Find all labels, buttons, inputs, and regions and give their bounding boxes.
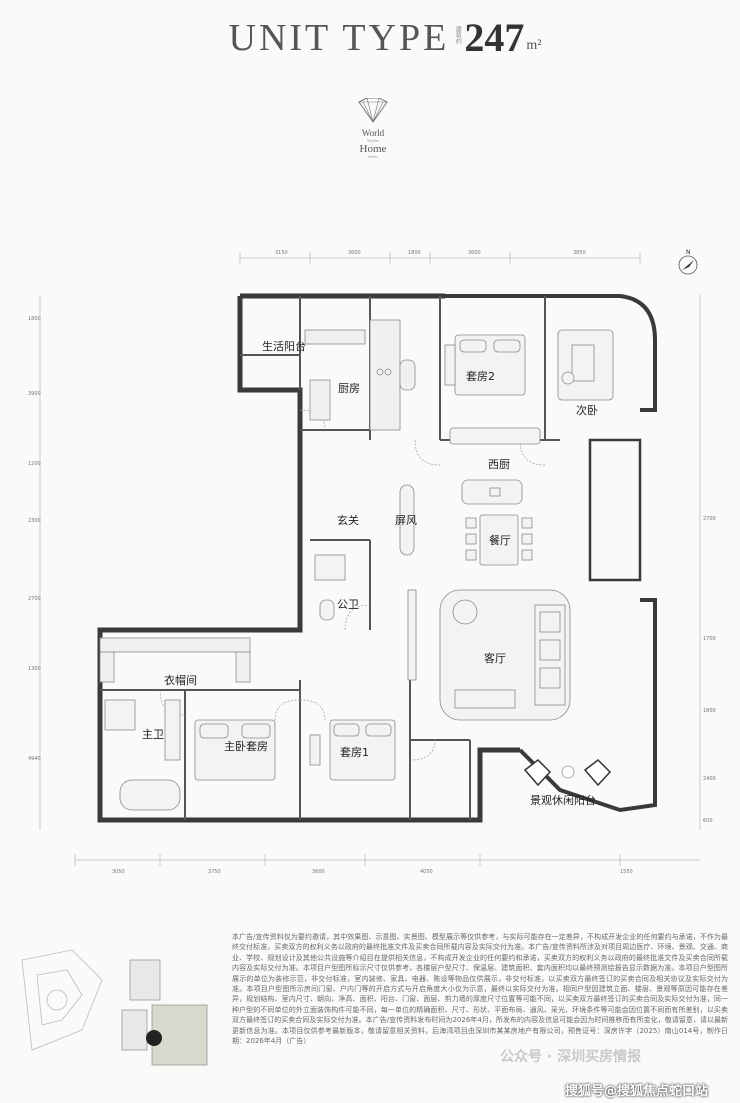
label-public-bath: 公卫 [337,598,359,611]
balcony-furniture [523,759,612,787]
dining-set [465,514,533,566]
label-master-bath: 主卫 [142,728,164,741]
label-kitchen: 厨房 [338,382,360,395]
dimension-labels-top: 3150 3600 1800 3600 3850 [275,250,586,256]
brand-home: Home [359,143,387,155]
compass-ring-icon [678,255,698,275]
dimension-labels-left: 1800 3900 1200 2300 2700 1300 4940 [28,316,41,762]
master-suite-furniture [194,719,276,781]
disclaimer-text: 本广告/宣传资料仅为要约邀请，其中效果图、示意图、实景图、模型展示等仅供参考，与… [232,933,728,1046]
watermark-sohu: 搜狐号@搜狐焦点蛇口站 [565,1084,709,1099]
dim-left-6: 1300 [28,666,41,672]
suite2-bed [444,334,526,396]
label-master-suite: 主卧套房 [224,740,268,753]
dim-top-2: 3600 [348,250,361,256]
title-area-prefix: 建筑约 [454,26,462,44]
label-western-kitchen: 西厨 [488,458,510,471]
unit-title: UNIT TYPE 建筑约 247 m² [175,8,595,60]
dim-top-5: 3850 [573,250,586,256]
brand-skyline: Skyline [366,138,380,143]
dim-right-4: 2400 [703,776,716,782]
dimension-labels-right: 2700 1700 1800 2400 600 [703,516,716,824]
diamond-logo-icon [358,98,388,123]
label-view-balcony: 景观休闲阳台 [530,793,596,807]
dim-left-3: 1200 [28,461,41,467]
dim-top-1: 3150 [275,250,288,256]
dim-left-2: 3900 [28,391,41,397]
master-bath-fixtures [104,699,181,811]
label-suite2: 套房2 [466,370,495,383]
dim-left-5: 2700 [28,596,41,602]
screen-partition [399,484,415,556]
watermark-wechat: 公众号 · 深圳买房情报 [500,1049,642,1065]
compass: N [678,249,698,275]
dim-right-5: 600 [703,818,713,824]
public-bath-fixtures [314,554,346,621]
label-suite1: 套房1 [340,746,369,759]
dim-left-1: 1800 [28,316,41,322]
dim-right-2: 1700 [703,636,716,642]
floor-plan: 3150 3600 1800 3600 3850 3050 3750 3600 … [28,249,716,875]
key-plan-thumbnail [21,949,208,1066]
label-second-bedroom: 次卧 [576,403,598,417]
door-swings [159,409,546,761]
second-bedroom-furniture [557,329,614,401]
room-labels: 生活阳台 厨房 套房2 次卧 西厨 玄关 屏风 餐厅 公卫 客厅 衣帽间 主卫 … [142,339,598,807]
brand-suites: Suites [368,154,378,159]
label-foyer: 玄关 [337,513,359,527]
living-room-furniture [407,589,571,721]
brand-logo: World Skyline Home Suites [345,98,401,160]
cloakroom-wardrobes [99,637,251,683]
suite1-furniture [309,719,396,781]
dim-left-7: 4940 [28,756,41,762]
unit-marker-icon [146,1030,162,1046]
dim-bottom-4: 4050 [420,869,433,875]
north-arrow-icon [682,260,694,270]
dim-bottom-2: 3750 [208,869,221,875]
exterior-walls [97,293,657,823]
label-dining: 餐厅 [489,533,511,547]
dim-right-1: 2700 [703,516,716,522]
title-main: UNIT TYPE [228,17,450,59]
dimension-labels-bottom: 3050 3750 3600 4050 1550 [112,869,633,875]
label-screen: 屏风 [395,514,417,527]
label-service-balcony: 生活阳台 [262,339,306,353]
label-cloakroom: 衣帽间 [164,673,197,687]
brand-world: World [361,128,385,138]
dim-bottom-1: 3050 [112,869,125,875]
dim-bottom-3: 3600 [312,869,325,875]
unit-marker [146,1030,162,1046]
label-living: 客厅 [484,651,506,665]
dimension-lines [39,252,701,866]
dim-right-3: 1800 [703,708,716,714]
western-kitchen-island [449,427,541,505]
dim-bottom-5: 1550 [620,869,633,875]
kitchen-cabinets [304,319,416,431]
title-area-unit: m² [526,38,542,53]
dim-top-3: 1800 [408,250,421,256]
dim-top-4: 3600 [468,250,481,256]
dim-left-4: 2300 [28,518,41,524]
compass-label: N [686,249,691,256]
title-area-value: 247 [464,15,525,60]
